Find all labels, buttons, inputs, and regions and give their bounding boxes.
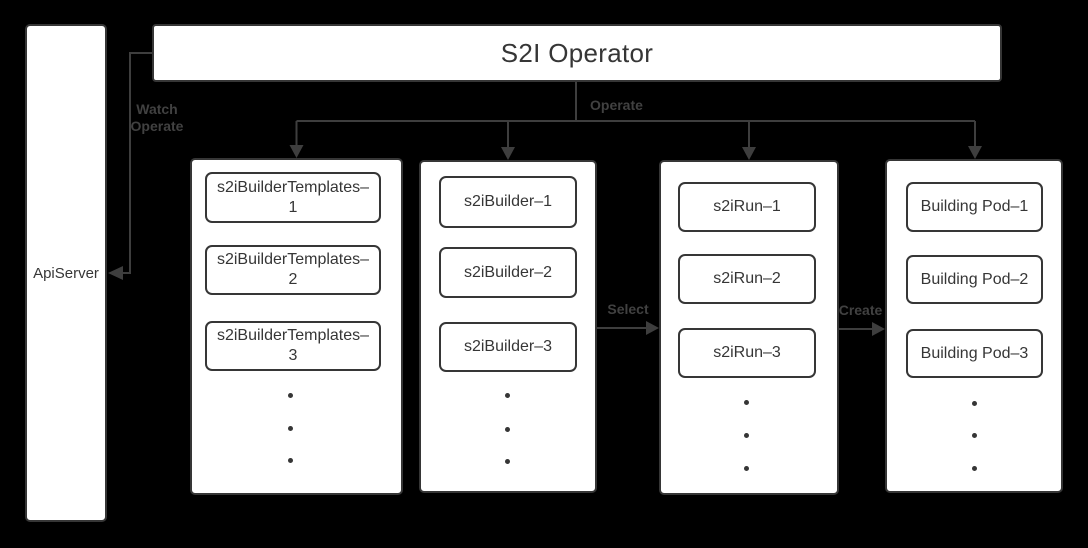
edge-label-create: Create [838,302,883,318]
node-s2ibuilder-2: s2iBuilder–2 [439,247,577,298]
node-s2i-operator-label: S2I Operator [500,37,654,68]
node-label: Building Pod–1 [920,198,1029,215]
ellipsis-dot [288,426,293,431]
node-label: Building Pod–2 [920,270,1029,288]
node-label: s2iRun–3 [713,344,781,361]
arrowhead-right-icon [646,321,659,335]
ellipsis-dot [505,393,510,398]
node-label: s2iBuilder–3 [463,338,553,355]
group-building-pod-list: Building Pod–1 Building Pod–2 Building P… [885,159,1063,493]
node-s2ibuilder-1: s2iBuilder–1 [439,176,577,228]
node-label: s2iBuilderTemplates–3 [216,327,370,364]
arrowhead-left-icon [108,266,123,280]
edge-operate-fanout [289,82,982,160]
node-s2ibuildertemplates-3: s2iBuilderTemplates–3 [205,321,381,371]
node-label: s2iBuilder–1 [463,193,553,210]
group-s2ibuilder-list: s2iBuilder–1 s2iBuilder–2 s2iBuilder–3 [419,160,597,493]
node-label: s2iBuilderTemplates–2 [216,251,370,288]
ellipsis-dot [505,427,510,432]
node-building-pod-3: Building Pod–3 [906,329,1043,378]
edge-label-select: Select [607,301,649,317]
group-s2ibuildertemplates-list: s2iBuilderTemplates–1 s2iBuilderTemplate… [190,158,403,495]
edge-create [839,322,885,336]
node-s2irun-3: s2iRun–3 [678,328,816,378]
node-label: s2iBuilderTemplates–1 [216,178,370,216]
node-label: s2iRun–2 [713,270,781,287]
node-s2i-operator: S2I Operator [152,24,1002,82]
node-building-pod-1: Building Pod–1 [906,182,1043,232]
node-s2ibuildertemplates-1: s2iBuilderTemplates–1 [205,172,381,223]
edge-label-watch-line1: Watch [136,101,178,117]
edge-watch-operate [108,52,152,280]
edge-label-watch-line2: Operate [130,118,184,134]
ellipsis-dot [744,433,749,438]
node-label: s2iRun–1 [713,198,781,215]
ellipsis-dot [744,466,749,471]
node-label: s2iBuilder–2 [463,263,553,281]
arrowhead-down-icon [289,145,304,158]
ellipsis-dot [972,433,977,438]
edge-label-watch-operate: Watch Operate [128,101,186,135]
node-s2irun-1: s2iRun–1 [678,182,816,232]
group-s2irun-list: s2iRun–1 s2iRun–2 s2iRun–3 [659,160,839,495]
ellipsis-dot [972,466,977,471]
node-s2ibuildertemplates-2: s2iBuilderTemplates–2 [205,245,381,295]
node-building-pod-2: Building Pod–2 [906,255,1043,304]
node-s2ibuilder-3: s2iBuilder–3 [439,322,577,372]
arrowhead-down-icon [968,146,982,159]
node-apiserver: ApiServer [25,24,107,522]
ellipsis-dot [744,400,749,405]
edge-select [597,321,659,335]
node-label: Building Pod–3 [920,344,1029,362]
node-apiserver-label: ApiServer [33,264,99,282]
arrowhead-down-icon [501,147,515,160]
node-s2irun-2: s2iRun–2 [678,254,816,304]
ellipsis-dot [288,393,293,398]
edge-label-operate: Operate [590,97,643,113]
arrowhead-right-icon [872,322,885,336]
ellipsis-dot [288,458,293,463]
ellipsis-dot [505,459,510,464]
arrowhead-down-icon [742,147,756,160]
ellipsis-dot [972,401,977,406]
